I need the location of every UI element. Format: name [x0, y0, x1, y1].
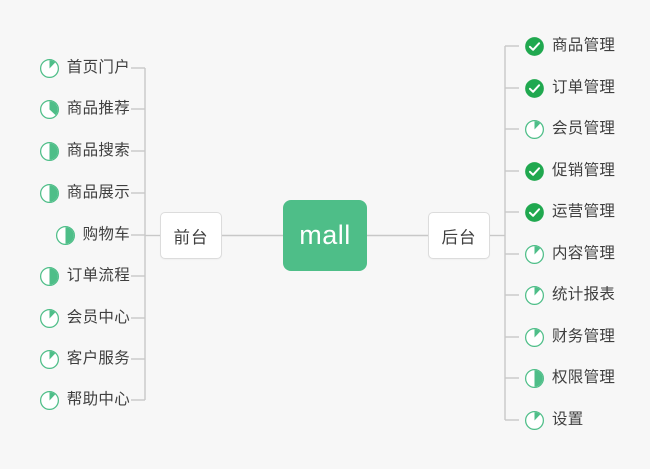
pie-icon — [39, 58, 59, 78]
leaf-front-6[interactable]: 会员中心 — [39, 305, 130, 331]
leaf-label: 会员中心 — [66, 309, 130, 326]
leaf-label: 客户服务 — [66, 350, 130, 367]
check-circle-icon — [525, 36, 544, 56]
leaf-label: 统计报表 — [552, 286, 616, 303]
leaf-label: 财务管理 — [552, 328, 616, 345]
node-front-office-label: 前台 — [173, 228, 209, 247]
pie-icon — [525, 244, 544, 264]
leaf-back-5[interactable]: 内容管理 — [524, 241, 615, 267]
check-circle-icon — [525, 202, 544, 222]
leaf-back-6[interactable]: 统计报表 — [524, 282, 615, 308]
pie-icon — [39, 183, 59, 203]
pie-icon — [525, 327, 544, 347]
pie-icon — [39, 390, 59, 410]
leaf-back-3[interactable]: 促销管理 — [524, 158, 615, 184]
pie-icon — [39, 141, 59, 161]
leaf-label: 订单流程 — [66, 267, 130, 284]
pie-icon — [55, 225, 75, 245]
leaf-front-5[interactable]: 订单流程 — [39, 263, 130, 289]
leaf-label: 商品展示 — [66, 184, 130, 201]
leaf-label: 权限管理 — [552, 369, 616, 386]
pie-icon — [39, 308, 59, 328]
leaf-back-1[interactable]: 订单管理 — [524, 75, 615, 101]
leaf-label: 商品推荐 — [66, 100, 130, 117]
leaf-front-2[interactable]: 商品搜索 — [39, 138, 130, 164]
leaf-back-9[interactable]: 设置 — [524, 407, 584, 433]
leaf-front-0[interactable]: 首页门户 — [39, 55, 130, 81]
leaf-label: 运营管理 — [552, 203, 616, 220]
node-root-mall[interactable]: mall — [283, 200, 367, 271]
pie-icon — [525, 119, 544, 139]
node-root-mall-label: mall — [299, 220, 351, 250]
leaf-label: 购物车 — [82, 226, 130, 243]
leaf-label: 商品搜索 — [66, 142, 130, 159]
pie-icon — [525, 410, 544, 430]
pie-icon — [525, 285, 544, 305]
leaf-label: 首页门户 — [66, 59, 130, 76]
leaf-back-4[interactable]: 运营管理 — [524, 199, 615, 225]
node-back-office[interactable]: 后台 — [428, 212, 490, 259]
leaf-label: 设置 — [552, 411, 584, 428]
leaf-label: 帮助中心 — [66, 391, 130, 408]
leaf-label: 促销管理 — [552, 162, 616, 179]
leaf-front-4[interactable]: 购物车 — [55, 222, 130, 248]
leaf-front-7[interactable]: 客户服务 — [39, 346, 130, 372]
leaf-back-8[interactable]: 权限管理 — [524, 365, 615, 391]
leaf-label: 内容管理 — [552, 245, 616, 262]
leaf-back-0[interactable]: 商品管理 — [524, 33, 615, 59]
leaf-label: 会员管理 — [552, 120, 616, 137]
check-circle-icon — [525, 78, 544, 98]
node-back-office-label: 后台 — [441, 228, 477, 247]
check-circle-icon — [525, 161, 544, 181]
leaf-front-8[interactable]: 帮助中心 — [39, 387, 130, 413]
leaf-front-3[interactable]: 商品展示 — [39, 180, 130, 206]
leaf-front-1[interactable]: 商品推荐 — [39, 96, 130, 122]
node-front-office[interactable]: 前台 — [160, 212, 222, 259]
pie-icon — [39, 99, 59, 119]
pie-icon — [525, 368, 544, 388]
leaf-label: 订单管理 — [552, 79, 616, 96]
leaf-back-7[interactable]: 财务管理 — [524, 324, 615, 350]
leaf-back-2[interactable]: 会员管理 — [524, 116, 615, 142]
pie-icon — [39, 266, 59, 286]
leaf-label: 商品管理 — [552, 37, 616, 54]
pie-icon — [39, 349, 59, 369]
